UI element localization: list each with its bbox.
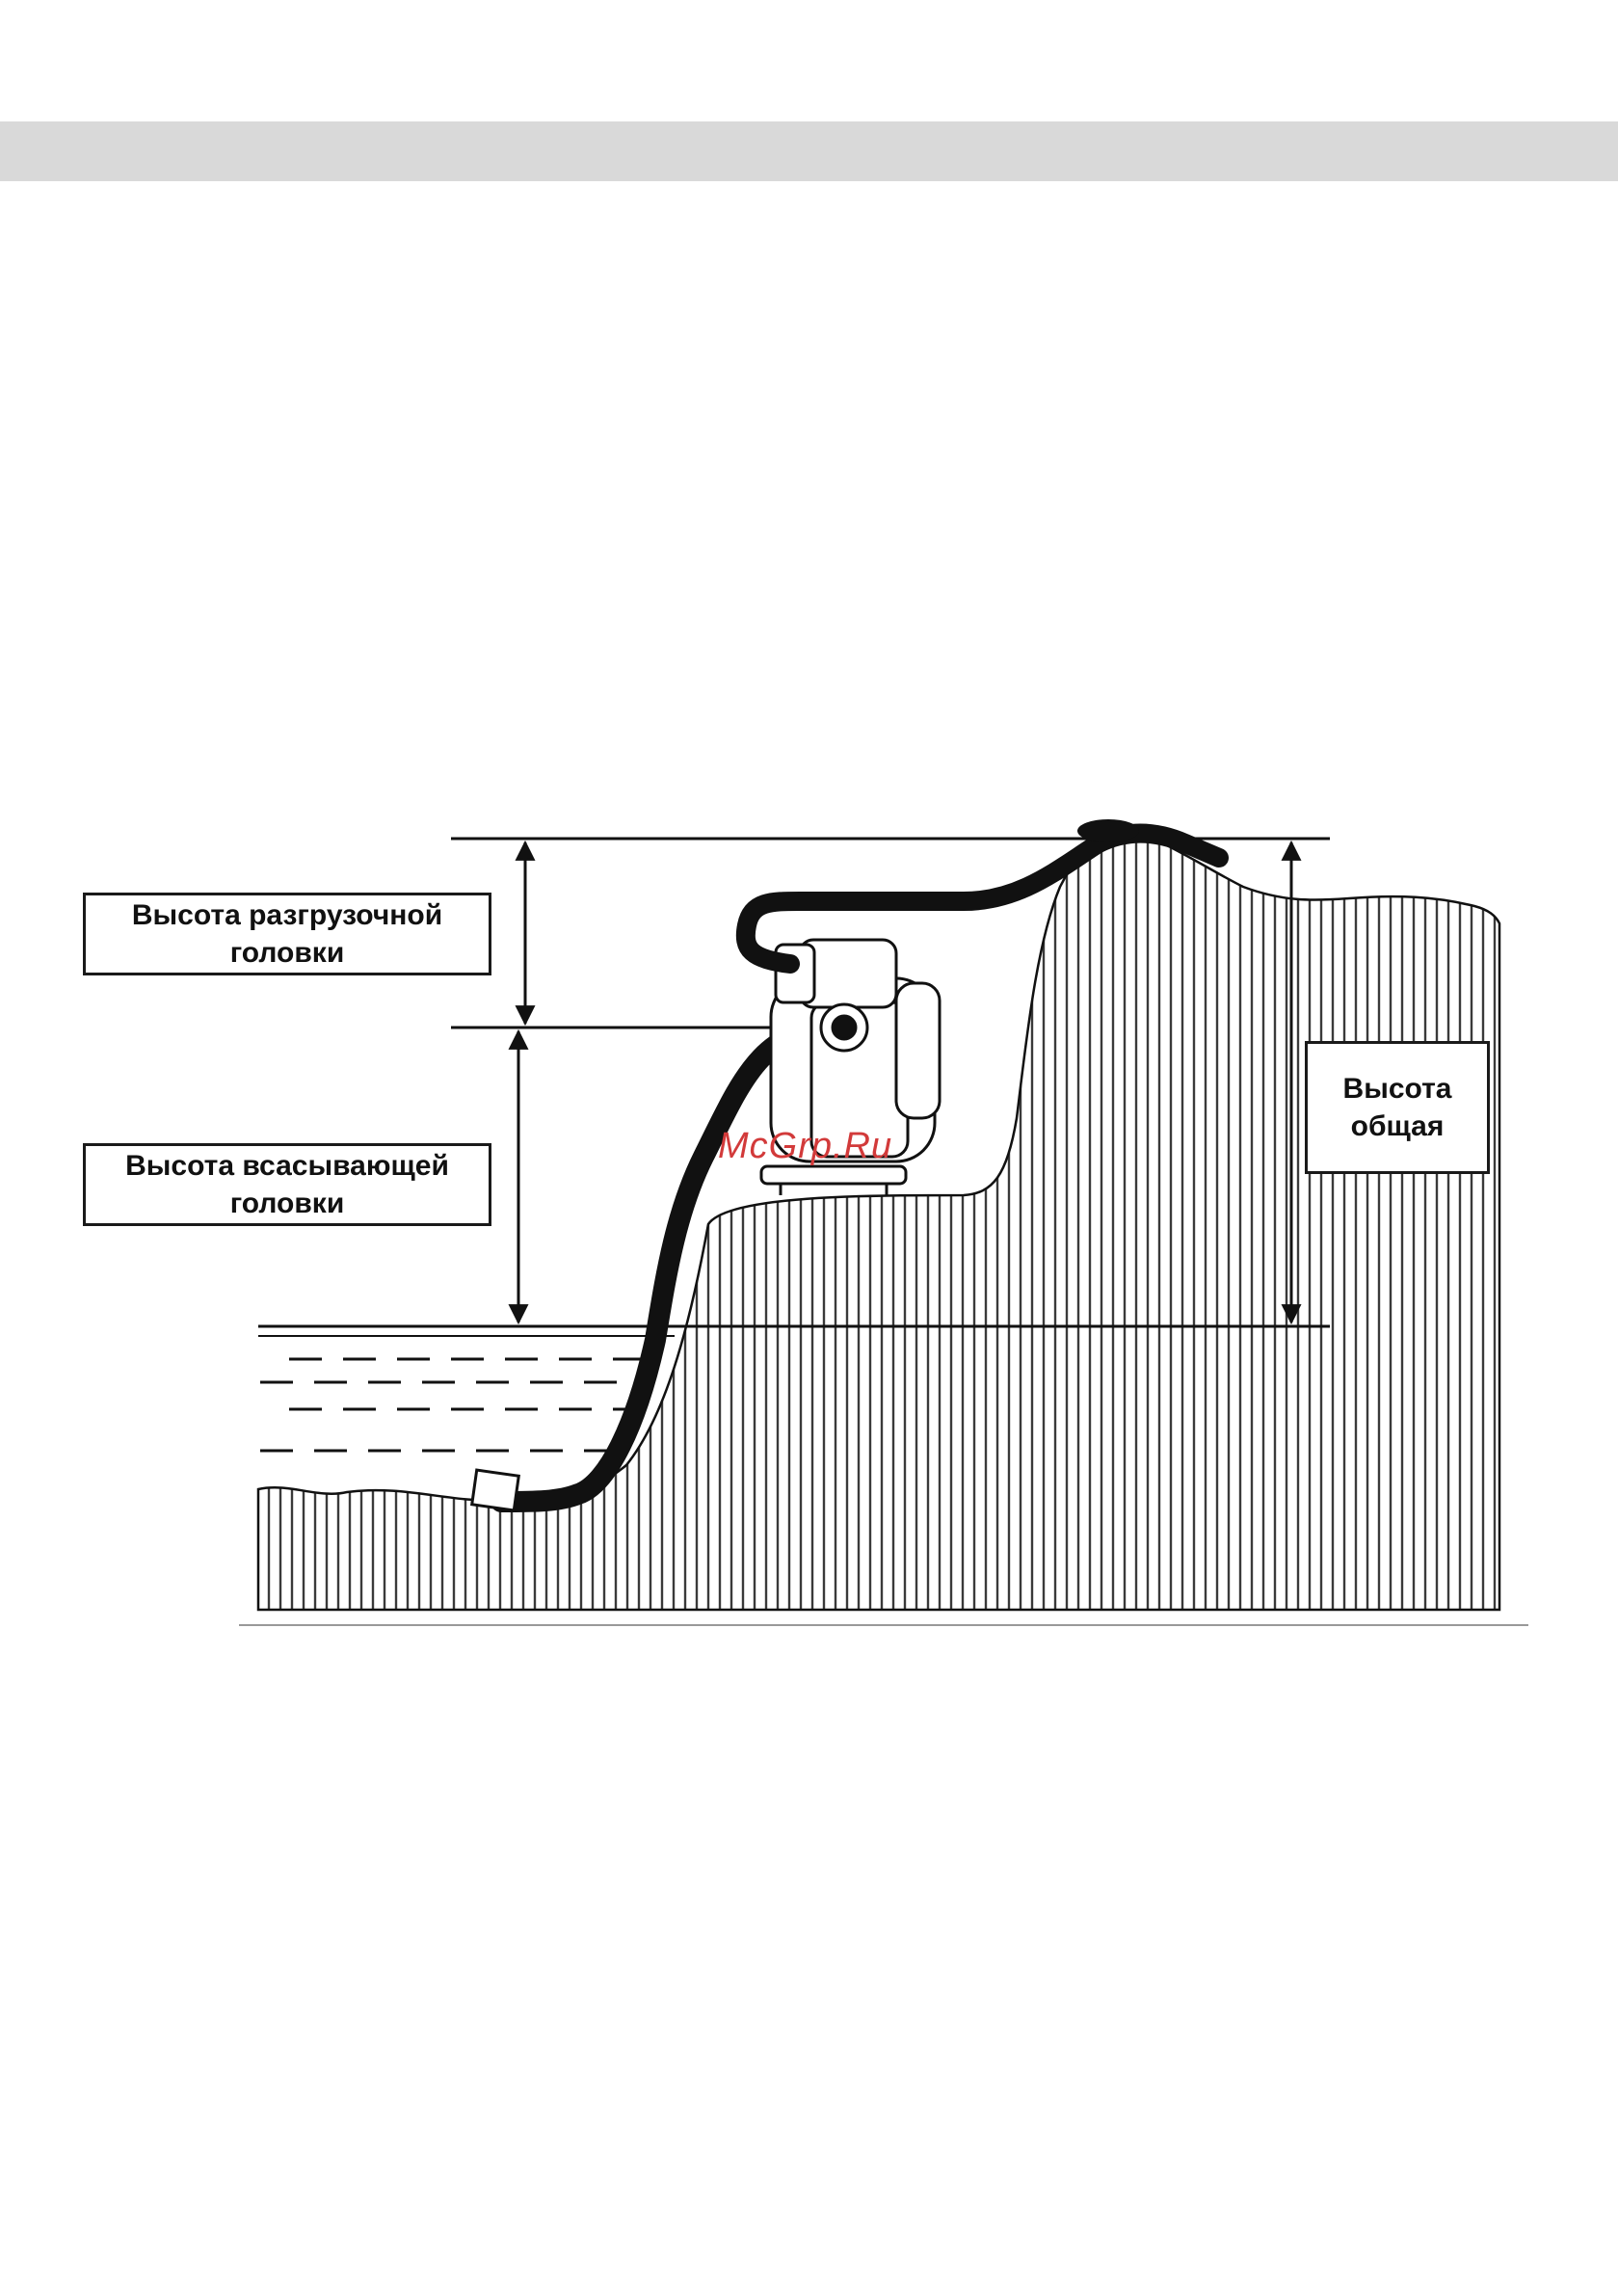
discharge-head-label-text: Высота разгрузочной головки (132, 896, 442, 972)
water-waves (260, 1359, 646, 1451)
discharge-head-label: Высота разгрузочной головки (83, 893, 491, 975)
suction-head-label-text: Высота всасывающей головки (125, 1147, 449, 1222)
strainer (472, 1470, 519, 1510)
total-head-label-text: Высота общая (1343, 1070, 1452, 1145)
page-bottom-rule (0, 2277, 1618, 2281)
watermark: McGrp.Ru (718, 1126, 892, 1167)
suction-head-label: Высота всасывающей головки (83, 1143, 491, 1226)
total-head-label: Высота общая (1305, 1041, 1490, 1174)
